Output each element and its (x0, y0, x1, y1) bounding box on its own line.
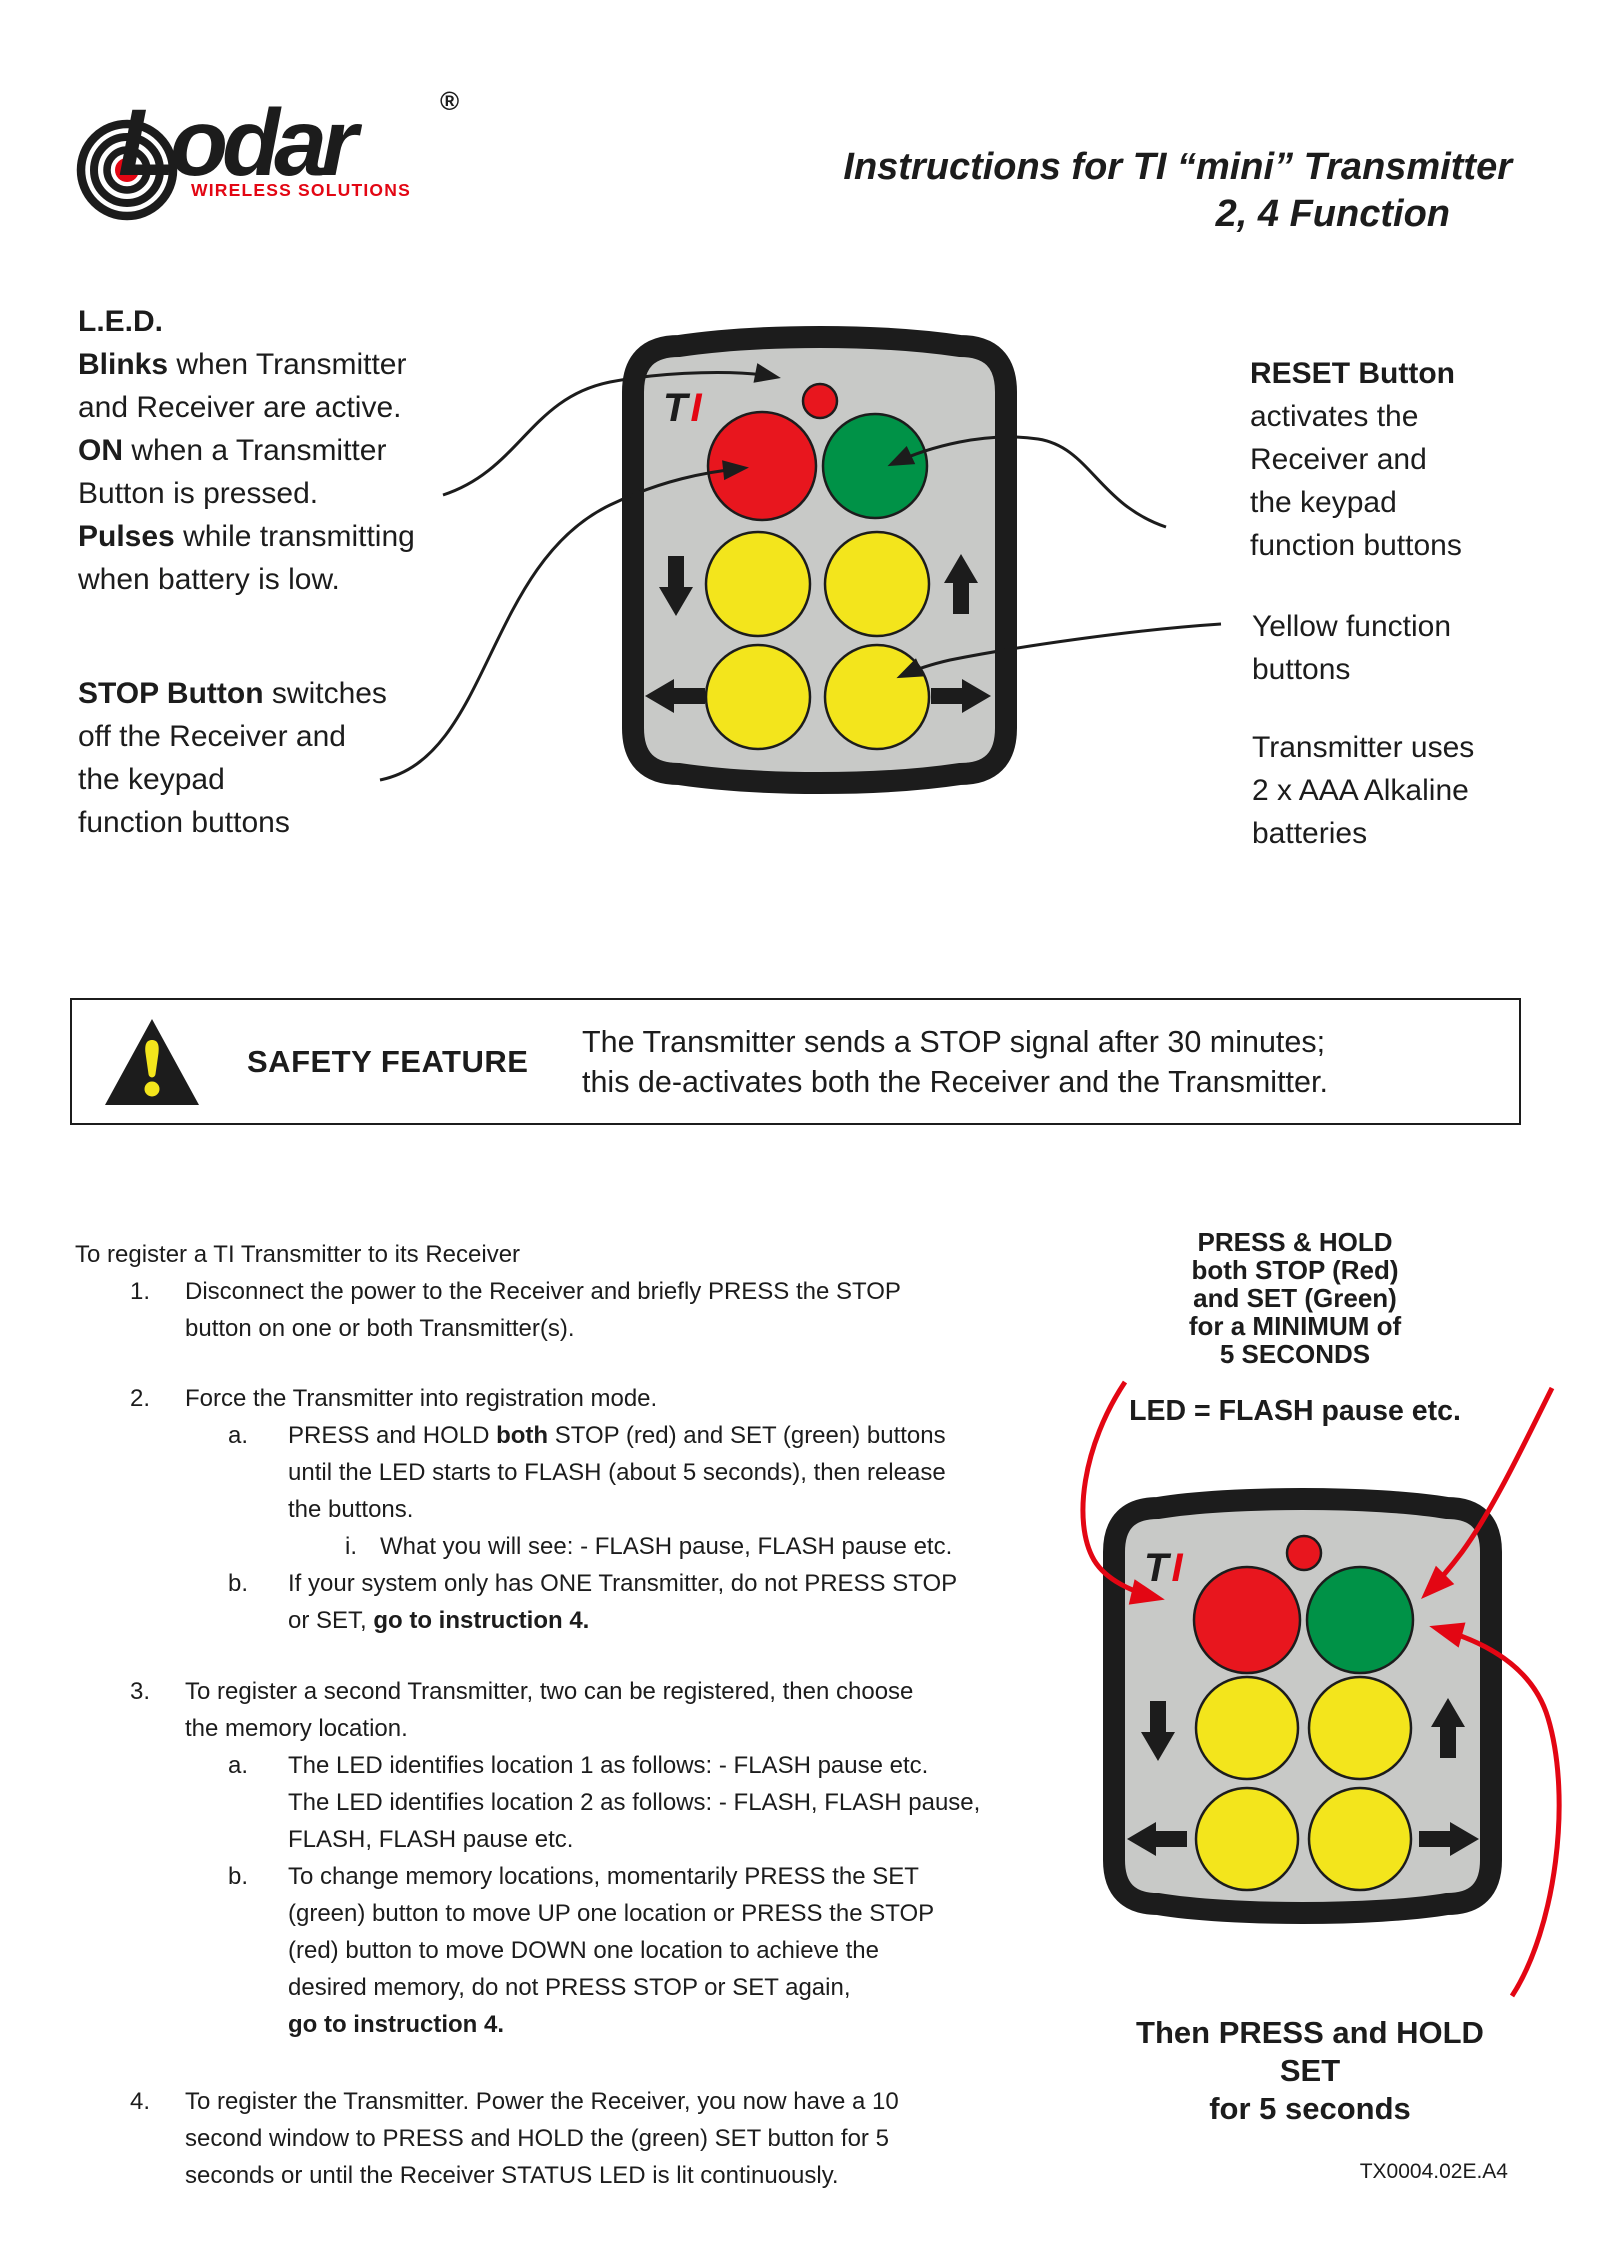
yellow-pointer-line (896, 622, 1222, 679)
then-press-note: Then PRESS and HOLD SET for 5 seconds (1136, 2015, 1484, 2126)
set-button-green (1305, 1565, 1415, 1675)
title-line1: Instructions for TI “mini” Transmitter (843, 146, 1512, 188)
led-indicator (1285, 1534, 1323, 1572)
function-button-yellow (704, 530, 812, 638)
set-button-green (821, 412, 929, 520)
transmitter-diagram-2: TI (1103, 1488, 1502, 1924)
function-button-yellow (1194, 1786, 1300, 1892)
press-set-red-arrow (1421, 1386, 1555, 1599)
press-stop-red-arrow (1080, 1380, 1165, 1605)
page-title: Instructions for TI “mini” Transmitter 2… (843, 144, 1512, 238)
stop-pointer-line (379, 460, 749, 782)
safety-feature-box: SAFETY FEATURE The Transmitter sends a S… (70, 998, 1521, 1125)
instruction-item-4: 4. To register the Transmitter. Power th… (130, 2088, 899, 2189)
instruction-item-2: 2. Force the Transmitter into registrati… (130, 1385, 658, 1412)
function-button-yellow (1194, 1675, 1300, 1781)
ti-logo: TI (663, 386, 702, 430)
led-flash-note: LED = FLASH pause etc. (1129, 1395, 1461, 1427)
instruction-item-2a-i: i. What you will see: - FLASH pause, FLA… (345, 1533, 953, 1560)
function-button-yellow (823, 643, 931, 751)
instruction-item-1: 1. Disconnect the power to the Receiver … (130, 1278, 901, 1342)
ti-logo: TI (1144, 1546, 1183, 1590)
function-button-yellow (823, 530, 931, 638)
instruction-item-3a: a. The LED identifies location 1 as foll… (228, 1752, 981, 1853)
safety-label: SAFETY FEATURE (247, 1043, 529, 1079)
warning-triangle-icon (105, 1018, 199, 1105)
document-code: TX0004.02E.A4 (1359, 2160, 1508, 2183)
function-button-yellow (1307, 1675, 1413, 1781)
safety-text: The Transmitter sends a STOP signal afte… (582, 1024, 1328, 1099)
reset-note: RESET Button activates the Receiver and … (1250, 357, 1462, 562)
function-button-yellow (704, 643, 812, 751)
logo-tagline: WIRELESS SOLUTIONS (191, 180, 411, 200)
instructions-intro: To register a TI Transmitter to its Rece… (75, 1241, 521, 1268)
stop-button-red (1192, 1565, 1302, 1675)
hold-set-red-arrow (1429, 1622, 1562, 1998)
led-indicator (801, 382, 839, 420)
transmitter-diagram-1: TI (622, 326, 1017, 794)
bullseye-icon (76, 119, 178, 221)
led-pointer-line (442, 363, 781, 497)
stop-note: STOP Button switches off the Receiver an… (78, 677, 387, 839)
led-note: L.E.D. Blinks when Transmitter and Recei… (78, 305, 415, 596)
logo-wordmark: Lodar (118, 90, 358, 196)
function-button-yellow (1307, 1786, 1413, 1892)
press-hold-note: PRESS & HOLD both STOP (Red) and SET (Gr… (1188, 1227, 1402, 1369)
instruction-item-3: 3. To register a second Transmitter, two… (130, 1678, 914, 1742)
instruction-item-2b: b. If your system only has ONE Transmitt… (228, 1570, 958, 1634)
yellow-note: Yellow function buttons (1252, 610, 1452, 686)
title-line2: 2, 4 Function (1215, 193, 1450, 235)
instruction-item-3b: b. To change memory locations, momentari… (228, 1863, 935, 2038)
stop-button-red (706, 410, 818, 522)
battery-note: Transmitter uses 2 x AAA Alkaline batter… (1252, 731, 1475, 850)
instruction-item-2a: a. PRESS and HOLD both STOP (red) and SE… (228, 1422, 946, 1523)
registered-mark: ® (440, 86, 460, 116)
registration-instructions: To register a TI Transmitter to its Rece… (75, 1236, 1085, 2194)
reset-pointer-line (887, 435, 1167, 529)
